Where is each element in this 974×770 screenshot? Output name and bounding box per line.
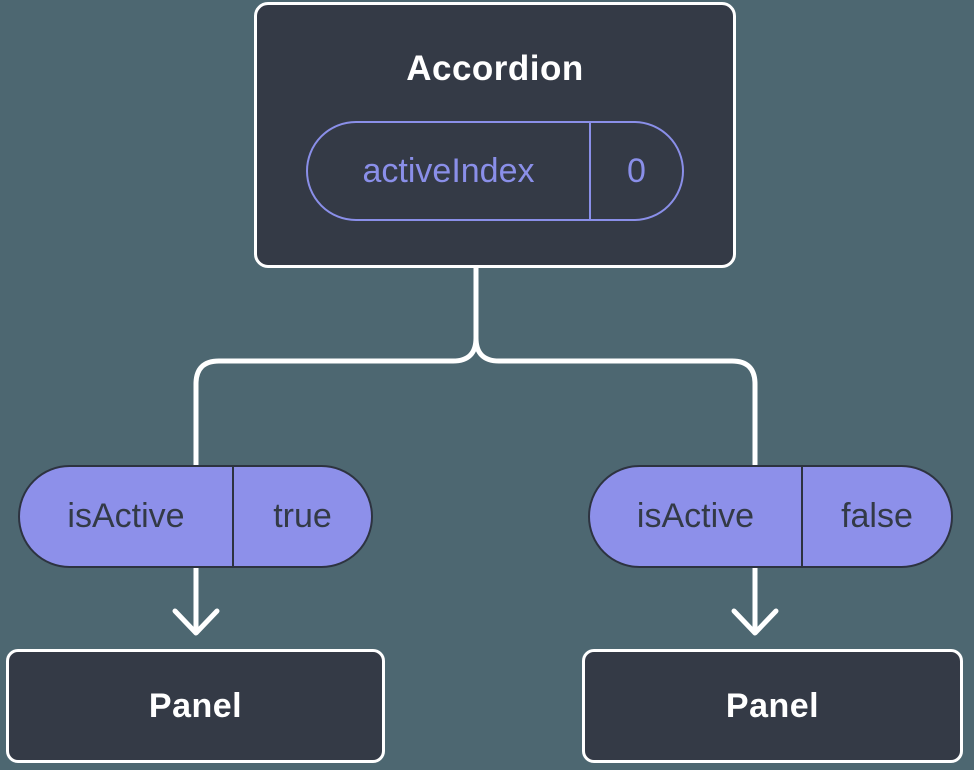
connector-branch-right (473, 268, 758, 631)
state-pill-activeindex-value: 0 (589, 123, 682, 219)
prop-pill-isactive-true-value: true (232, 467, 371, 566)
node-panel-left-title: Panel (148, 686, 243, 725)
node-accordion-title: Accordion (406, 49, 584, 88)
arrowhead-left-icon (172, 608, 220, 636)
state-pill-activeindex: activeIndex 0 (306, 121, 684, 221)
connector-branch-left (193, 268, 479, 631)
prop-pill-isactive-true-name: isActive (67, 497, 185, 535)
prop-pill-isactive-true: isActive true (18, 465, 373, 568)
node-panel-right-title: Panel (725, 686, 820, 725)
state-pill-activeindex-name: activeIndex (362, 151, 535, 190)
prop-pill-isactive-false-value: false (801, 467, 951, 566)
prop-pill-isactive-false: isActive false (588, 465, 953, 568)
arrowhead-right-icon (731, 608, 779, 636)
node-panel-left: Panel (6, 649, 385, 763)
prop-pill-isactive-false-name: isActive (636, 497, 755, 535)
node-panel-right: Panel (582, 649, 963, 763)
node-accordion: Accordion activeIndex 0 (254, 2, 736, 268)
